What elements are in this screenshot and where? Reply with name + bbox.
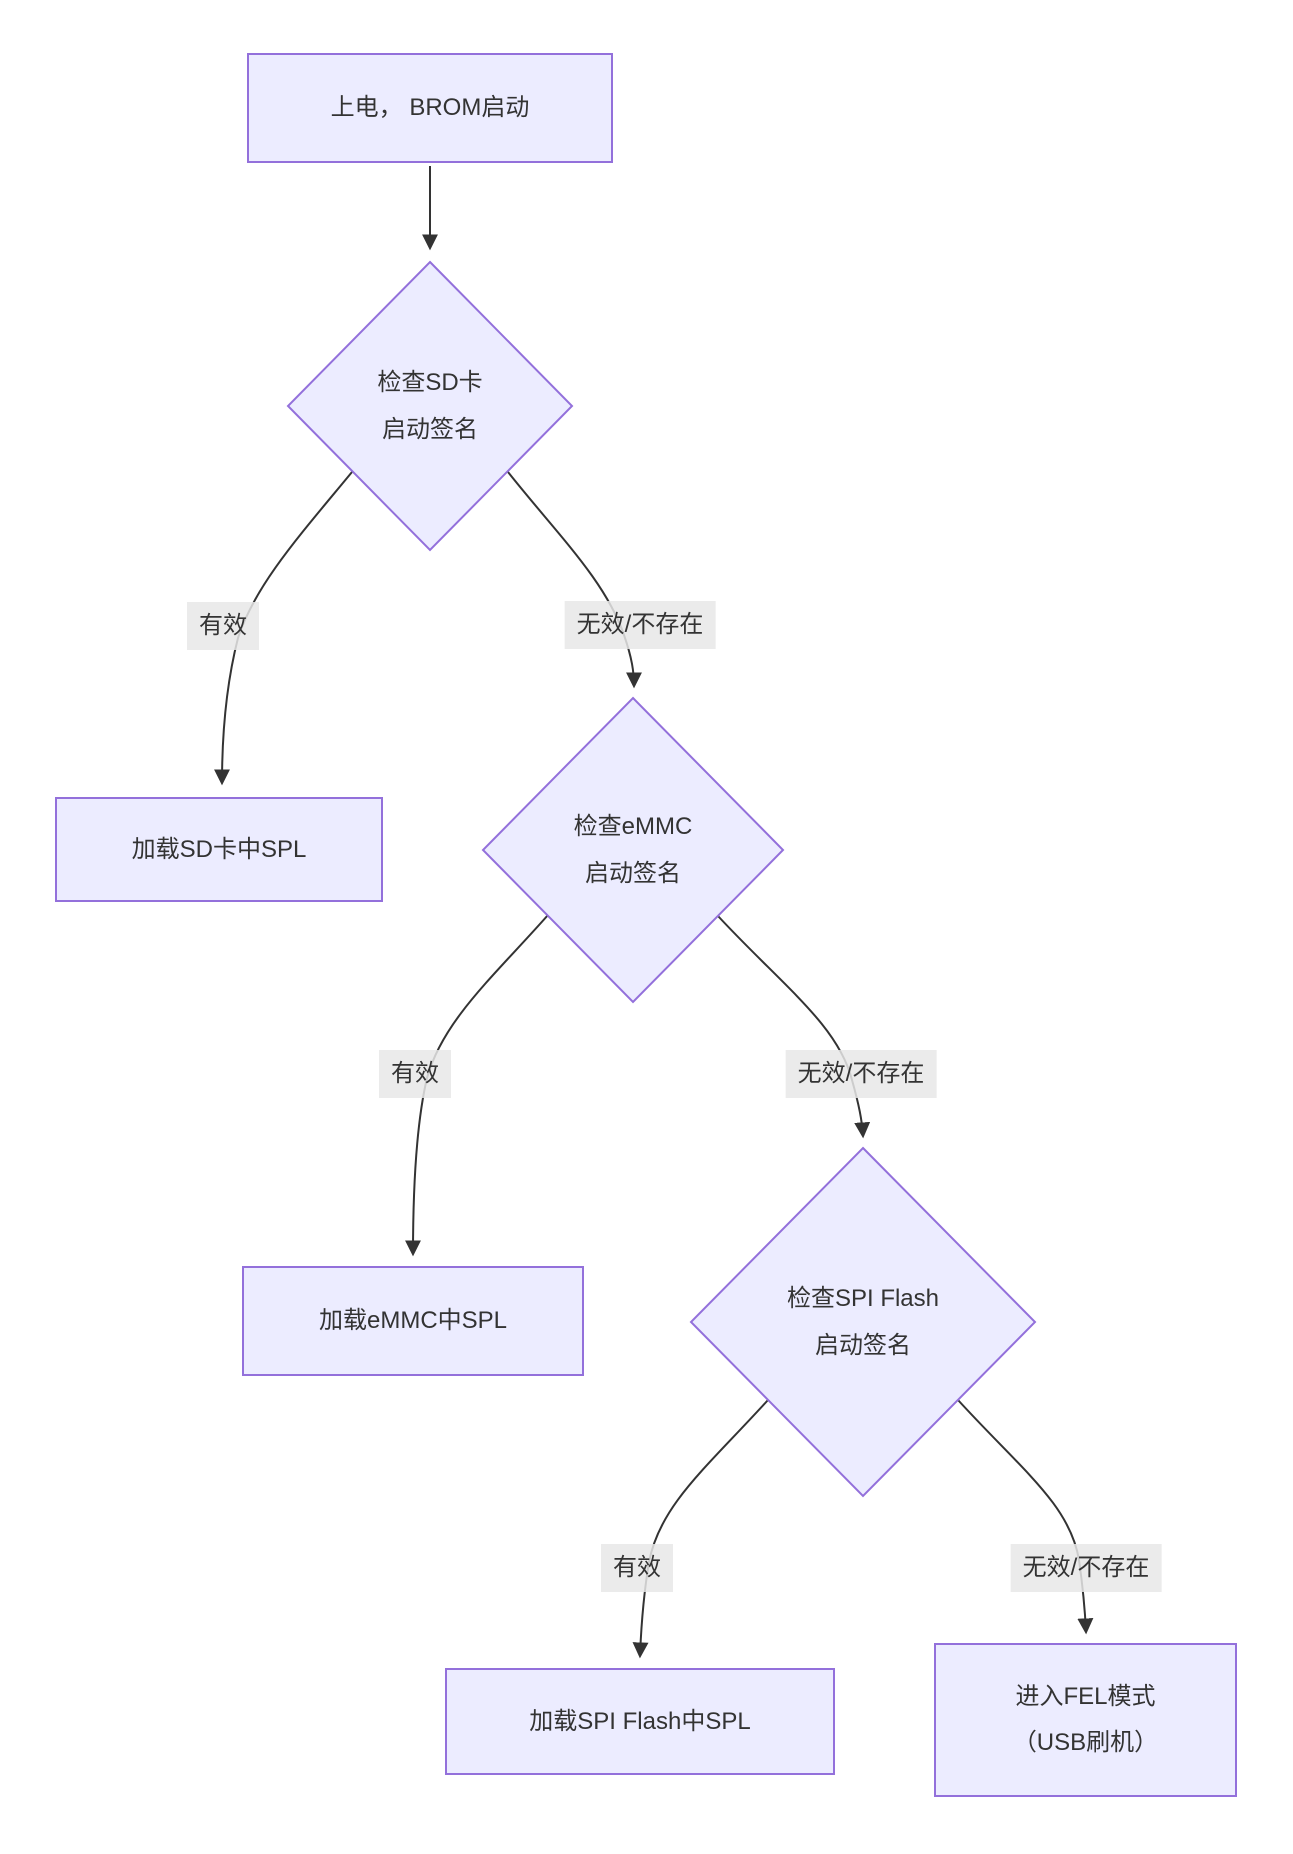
decision-check-spi-line1: 检查SPI Flash	[786, 1285, 940, 1312]
decision-check-emmc-signature	[481, 696, 785, 1004]
edge-checkspi-to-fel	[957, 1399, 1094, 1635]
edge-checkspi-to-loadspi	[632, 1399, 769, 1659]
node-load-spl-from-emmc-label: 加载eMMC中SPL	[318, 1307, 508, 1334]
node-load-spl-from-spi-flash-label: 加载SPI Flash中SPL	[529, 1707, 751, 1735]
decision-check-spi-line2: 启动签名	[815, 1332, 911, 1359]
node-load-spl-from-sd-label: 加载SD卡中SPL	[131, 835, 307, 863]
edge-label-sd-invalid: 无效/不存在	[564, 601, 716, 649]
edge-label-spi-invalid: 无效/不存在	[1010, 1544, 1162, 1592]
edge-label-emmc-valid: 有效	[379, 1050, 451, 1098]
edge-checksd-to-checkemmc	[507, 471, 642, 689]
decision-check-sd-signature	[286, 260, 574, 552]
node-power-on-brom: 上电， BROM启动	[247, 53, 613, 163]
decision-check-sd-line2: 启动签名	[382, 416, 478, 443]
node-enter-fel-mode-line2: （USB刷机）	[1012, 1729, 1159, 1756]
edge-label-emmc-invalid: 无效/不存在	[785, 1050, 937, 1098]
decision-check-sd-signature-text: 检查SD卡 启动签名	[290, 346, 570, 466]
edge-label-sd-valid: 有效	[187, 602, 259, 650]
decision-check-emmc-line1: 检查eMMC	[573, 813, 693, 840]
node-load-spl-from-spi-flash: 加载SPI Flash中SPL	[445, 1668, 835, 1775]
decision-check-spi-flash-signature-text: 检查SPI Flash 启动签名	[703, 1262, 1023, 1382]
node-load-spl-from-emmc: 加载eMMC中SPL	[242, 1266, 584, 1376]
decision-check-spi-flash-signature	[689, 1146, 1037, 1498]
decision-check-emmc-line2: 启动签名	[585, 860, 681, 887]
node-enter-fel-mode: 进入FEL模式 （USB刷机）	[934, 1643, 1237, 1797]
edge-checkemmc-to-checkspi	[717, 915, 871, 1139]
node-enter-fel-mode-line1: 进入FEL模式	[1015, 1683, 1156, 1710]
node-power-on-brom-label: 上电， BROM启动	[330, 94, 530, 121]
decision-check-emmc-signature-text: 检查eMMC 启动签名	[493, 790, 773, 910]
decision-check-sd-line1: 检查SD卡	[377, 369, 483, 396]
edge-label-spi-valid: 有效	[601, 1544, 673, 1592]
node-load-spl-from-sd: 加载SD卡中SPL	[55, 797, 383, 902]
